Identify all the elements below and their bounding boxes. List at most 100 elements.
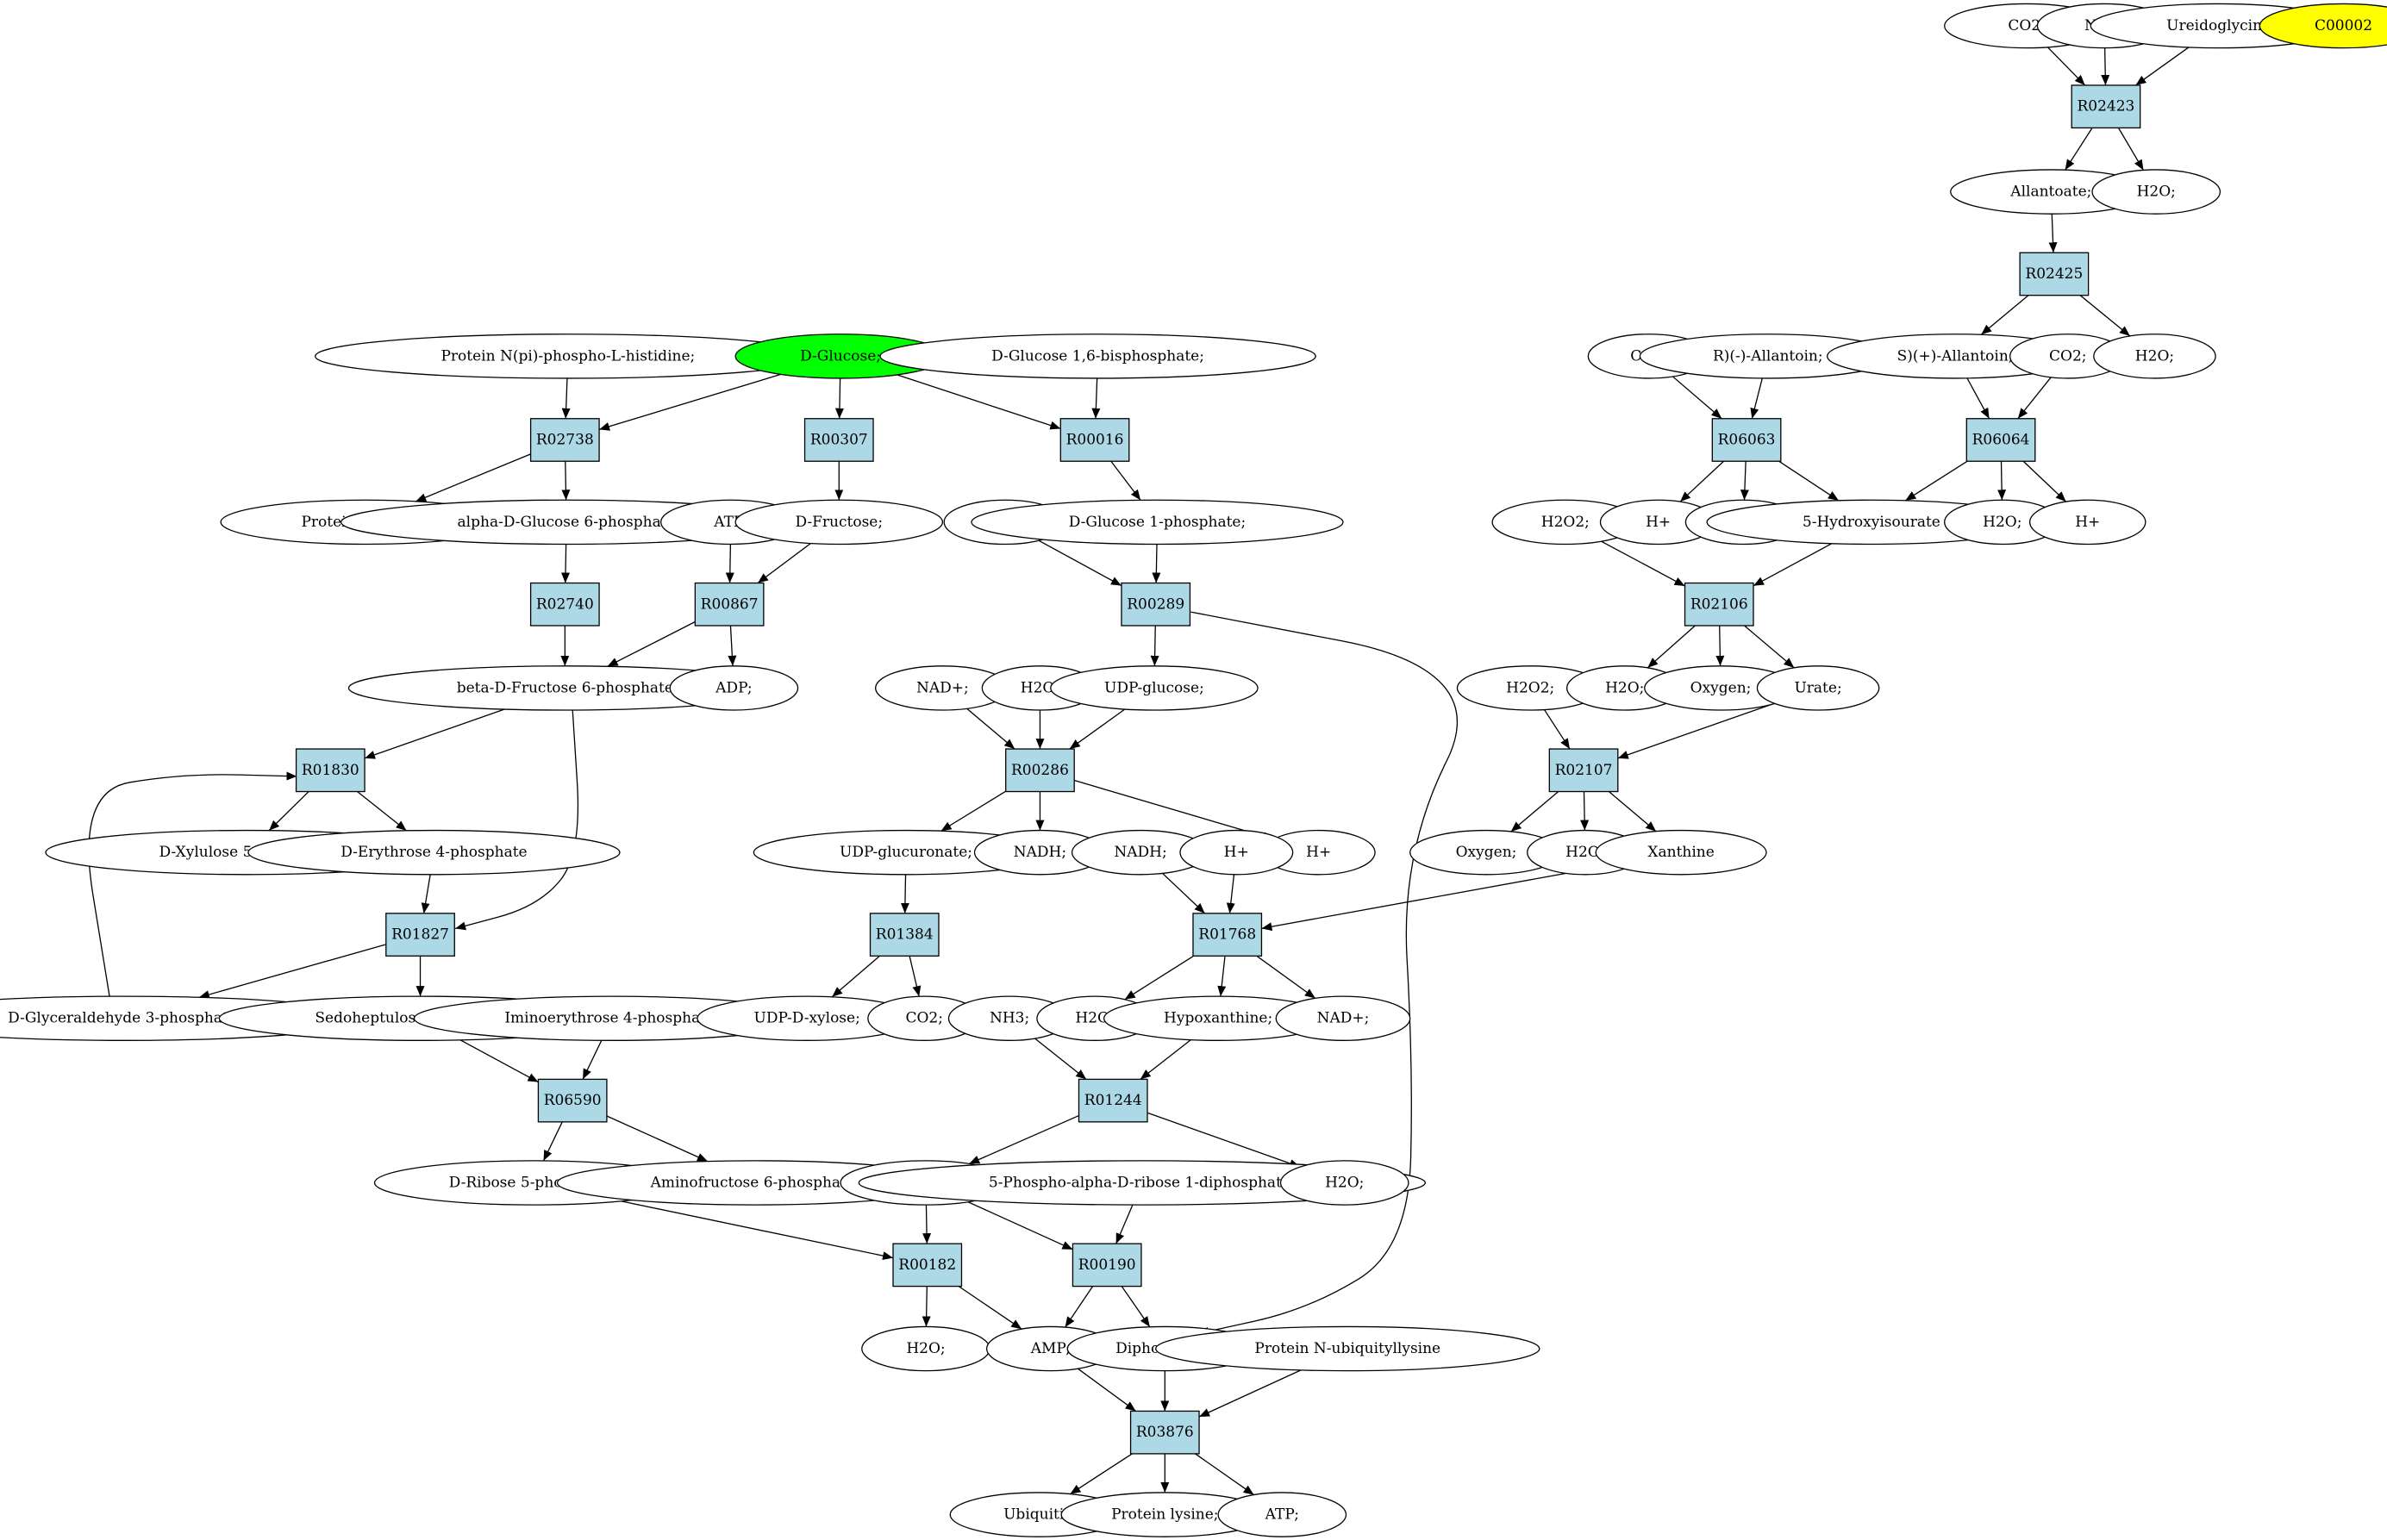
reaction-node-R00286[interactable]: R00286 <box>1005 748 1075 793</box>
edge-ureido-to-R02423 <box>2135 47 2190 86</box>
compound-label: UDP-glucuronate; <box>840 844 972 861</box>
reaction-node-R00289[interactable]: R00289 <box>1121 582 1191 627</box>
compound-node-urate[interactable]: Urate; <box>1756 665 1880 711</box>
compound-node-c00002[interactable]: C00002 <box>2259 3 2387 49</box>
compound-node-nadh_a[interactable]: NADH; <box>973 829 1107 876</box>
reaction-node-R00016[interactable]: R00016 <box>1059 418 1130 462</box>
compound-node-hplus_a[interactable]: H+ <box>1599 499 1717 546</box>
compound-label: H2O; <box>1565 844 1604 861</box>
reaction-node-R06590[interactable]: R06590 <box>537 1078 608 1123</box>
compound-node-bdf6p[interactable]: beta-D-Fructose 6-phosphate <box>347 665 782 711</box>
compound-label: H2O; <box>1021 679 1059 696</box>
compound-node-hplus_c[interactable]: H+ <box>1261 829 1376 876</box>
reaction-shape <box>1005 748 1075 793</box>
edge-R02106-to-oxygen_a <box>1715 625 1725 666</box>
compound-node-dg1p[interactable]: D-Glucose 1-phosphate; <box>971 499 1344 546</box>
compound-shape <box>1595 829 1767 876</box>
compound-node-hplus_d[interactable]: H+ <box>1179 829 1294 876</box>
edge-R06063-to-hplus_a <box>1679 460 1724 502</box>
edge-R02423-to-allantoate <box>2065 128 2093 171</box>
compound-shape <box>669 665 799 711</box>
edge-s_allantoin-to-R06064 <box>1966 377 1990 420</box>
compound-label: 5-Hydroxyisourate <box>1803 514 1940 531</box>
edge-R00182-to-amp <box>958 1286 1022 1330</box>
compound-shape <box>1279 1160 1409 1206</box>
edge-hypoxanthine-to-R01244 <box>1140 1039 1191 1080</box>
compound-shape <box>1756 665 1880 711</box>
compound-node-nadplus_b[interactable]: NAD+; <box>1275 995 1411 1041</box>
reaction-node-R02423[interactable]: R02423 <box>2071 84 2141 129</box>
compound-node-oxygen_b[interactable]: Oxygen; <box>1409 829 1563 876</box>
reaction-node-R02740[interactable]: R02740 <box>529 582 600 627</box>
reaction-node-R06064[interactable]: R06064 <box>1965 418 2036 462</box>
compound-node-udpxylose[interactable]: UDP-D-xylose; <box>697 995 918 1041</box>
reaction-node-R01830[interactable]: R01830 <box>295 748 366 793</box>
edge-s7p-to-R06590 <box>459 1039 539 1083</box>
compound-label: C00002 <box>2315 17 2372 34</box>
compound-node-dglucose[interactable]: D-Glucose; <box>734 334 947 379</box>
compound-label: Iminoerythrose 4-phosphate; <box>504 1010 720 1027</box>
reaction-node-R00182[interactable]: R00182 <box>892 1243 963 1287</box>
compound-node-h2o_b[interactable]: H2O; <box>2093 334 2216 379</box>
compound-label: H2O; <box>1075 1010 1114 1027</box>
reaction-label: R06063 <box>1718 431 1776 448</box>
compound-node-hplus_b[interactable]: H+ <box>2028 499 2146 546</box>
reaction-node-R01384[interactable]: R01384 <box>869 913 940 957</box>
reaction-label: R00867 <box>701 595 759 613</box>
reaction-node-R02738[interactable]: R02738 <box>529 418 600 462</box>
compound-node-dg16bp[interactable]: D-Glucose 1,6-bisphosphate; <box>879 334 1316 379</box>
reaction-node-R06063[interactable]: R06063 <box>1711 418 1782 462</box>
reaction-shape <box>1078 1078 1148 1123</box>
compound-node-r_allantoin[interactable]: R)(-)-Allantoin; <box>1639 334 1896 379</box>
reaction-node-R02107[interactable]: R02107 <box>1548 748 1619 793</box>
compound-node-nadh_b[interactable]: NADH; <box>1071 829 1210 876</box>
compound-label: H2O; <box>1325 1174 1364 1191</box>
compound-shape <box>247 829 621 876</box>
compound-node-prpp[interactable]: 5-Phospho-alpha-D-ribose 1-diphosphate; <box>858 1160 1427 1206</box>
edge-atp_a-to-R00867 <box>725 544 734 583</box>
reaction-label: R01827 <box>391 926 449 944</box>
reaction-node-R01244[interactable]: R01244 <box>1078 1078 1148 1123</box>
reaction-label: R00016 <box>1066 431 1124 448</box>
edge-utp-to-R00289 <box>1038 539 1122 587</box>
compound-node-hypoxanthine[interactable]: Hypoxanthine; <box>1103 995 1334 1041</box>
compound-node-nh3_b[interactable]: NH3; <box>947 995 1072 1041</box>
compound-node-de4p[interactable]: D-Erythrose 4-phosphate <box>247 829 621 876</box>
reaction-label: R02425 <box>2025 265 2083 283</box>
compound-node-h2o_i[interactable]: H2O; <box>1279 1160 1409 1206</box>
reaction-node-R00190[interactable]: R00190 <box>1072 1243 1142 1287</box>
compound-label: D-Glucose 1,6-bisphosphate; <box>991 347 1204 365</box>
compound-node-h2o_d[interactable]: H2O; <box>1944 499 2061 546</box>
compound-node-h2o_j[interactable]: H2O; <box>861 1325 990 1372</box>
reaction-node-R00307[interactable]: R00307 <box>803 418 874 462</box>
edge-R06590-to-dr5p <box>542 1121 563 1162</box>
compound-label: beta-D-Fructose 6-phosphate <box>457 679 673 696</box>
reaction-node-R01827[interactable]: R01827 <box>385 913 455 957</box>
reaction-node-R03876[interactable]: R03876 <box>1129 1410 1200 1455</box>
reaction-shape <box>1129 1410 1200 1455</box>
edge-R00190-to-diphosphate <box>1121 1286 1151 1328</box>
edge-dg1p-to-R00289 <box>1152 544 1161 583</box>
compound-node-oxygen_a[interactable]: Oxygen; <box>1644 665 1798 711</box>
compound-node-h2o2_a[interactable]: H2O2; <box>1491 499 1640 546</box>
reaction-node-R01768[interactable]: R01768 <box>1192 913 1263 957</box>
compound-node-dfructose[interactable]: D-Fructose; <box>734 499 944 546</box>
reaction-node-R00867[interactable]: R00867 <box>694 582 765 627</box>
edge-co2_b-to-R06063 <box>1672 376 1722 420</box>
compound-node-atp_b[interactable]: ATP; <box>1217 1492 1347 1537</box>
compound-node-adp[interactable]: ADP; <box>669 665 799 711</box>
edge-R06590-to-af6p <box>606 1115 709 1163</box>
reaction-node-R02425[interactable]: R02425 <box>2019 252 2090 296</box>
reaction-label: R01830 <box>302 762 359 779</box>
compound-node-udpglucose[interactable]: UDP-glucose; <box>1050 665 1259 711</box>
compound-label: Oxygen; <box>1690 679 1752 696</box>
compound-node-prot_nphis[interactable]: Protein N(pi)-phospho-L-histidine; <box>314 334 822 379</box>
compound-node-prot_nubiq[interactable]: Protein N-ubiquityllysine <box>1155 1325 1540 1372</box>
edge-R03876-to-ubiquitin <box>1070 1453 1133 1495</box>
compound-label: D-Glyceraldehyde 3-phosphate; <box>8 1010 241 1027</box>
compound-node-h2o_a[interactable]: H2O; <box>2091 169 2221 215</box>
reaction-node-R02106[interactable]: R02106 <box>1684 582 1754 627</box>
compound-node-co2_c[interactable]: CO2; <box>2009 334 2127 379</box>
compound-node-xanthine[interactable]: Xanthine <box>1595 829 1767 876</box>
compound-label: D-Erythrose 4-phosphate <box>341 844 527 861</box>
